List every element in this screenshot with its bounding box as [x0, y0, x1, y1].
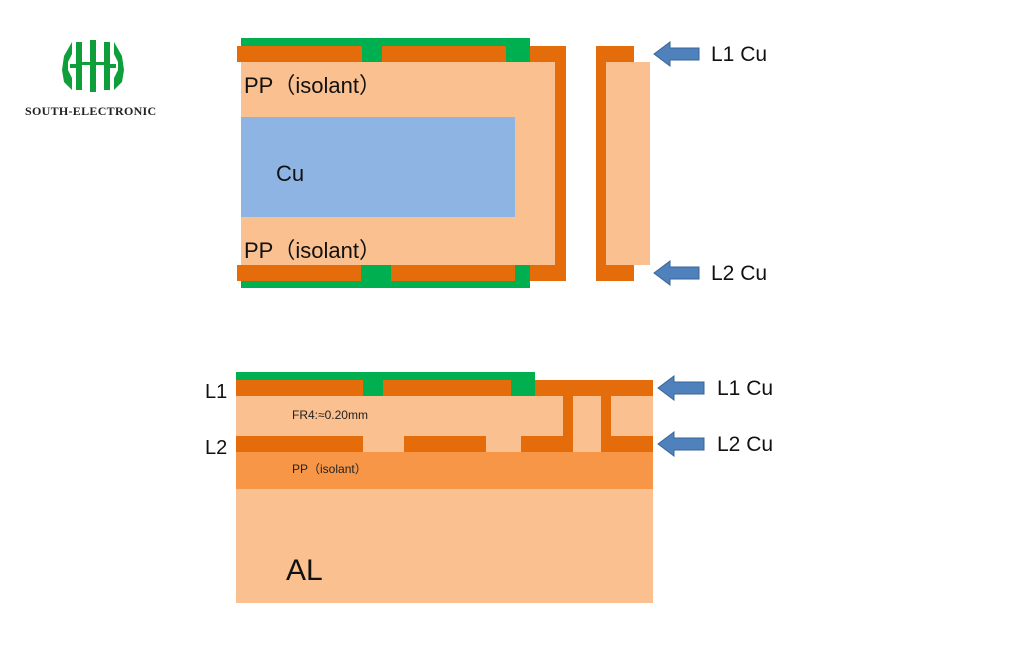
pp-isolant-bottom-label: PP（isolant）: [244, 238, 381, 263]
l2-cu-label-bottom: L2 Cu: [717, 433, 774, 456]
aluminum-base-label: AL: [286, 554, 323, 587]
l2-copper-segment: [601, 436, 653, 452]
solder-mask-opening-2: [511, 380, 535, 396]
l2-cu-label-top: L2 Cu: [711, 262, 768, 285]
logo-text: SOUTH-ELECTRONIC: [25, 104, 157, 118]
bottom-solder-mask-opening-1: [361, 265, 391, 281]
top-l2-copper-segment: [391, 265, 515, 281]
top-solder-mask-opening-2: [506, 46, 530, 62]
l2-copper-segment: [404, 436, 486, 452]
via-barrel-2: [601, 380, 611, 452]
aluminum-base: [236, 489, 653, 603]
top-copper-sidewall: [555, 46, 566, 281]
top-solder-mask-opening-1: [362, 46, 382, 62]
pp-isolant-top-label: PP（isolant）: [244, 73, 381, 98]
top-l2-copper-segment: [237, 265, 361, 281]
via-barrel-1: [563, 380, 573, 452]
l1-copper-segment: [236, 380, 363, 396]
top-solder-mask-lower: [241, 281, 530, 288]
top-l2-copper-corner: [530, 265, 566, 281]
pp-isolant-layer: [236, 452, 653, 489]
l2-copper-segment: [236, 436, 363, 452]
solder-mask-opening-1: [363, 380, 383, 396]
copper-core-label: Cu: [276, 161, 305, 186]
l1-copper-segment: [535, 380, 653, 396]
side-detail-copper-top: [596, 46, 634, 62]
layer-l1-label: L1: [205, 381, 228, 403]
bottom-solder-mask-opening-2: [515, 265, 530, 281]
top-l1-copper-segment: [237, 46, 362, 62]
top-copper-core: [241, 117, 515, 217]
side-detail-copper-wall: [596, 46, 606, 281]
pp-isolant-label: PP（isolant）: [292, 462, 367, 476]
l1-copper-segment: [383, 380, 511, 396]
layer-l2-label: L2: [205, 437, 228, 459]
top-l1-copper-segment: [382, 46, 506, 62]
l1-cu-label-top: L1 Cu: [711, 43, 768, 66]
fr4-thickness-label: FR4:≈0.20mm: [292, 408, 368, 422]
top-solder-mask-upper: [241, 38, 530, 47]
side-detail-copper-bottom: [596, 265, 634, 281]
l2-copper-segment: [521, 436, 573, 452]
side-detail-prepreg: [606, 62, 650, 265]
solder-mask-top: [236, 372, 535, 380]
l1-cu-label-bottom: L1 Cu: [717, 377, 774, 400]
